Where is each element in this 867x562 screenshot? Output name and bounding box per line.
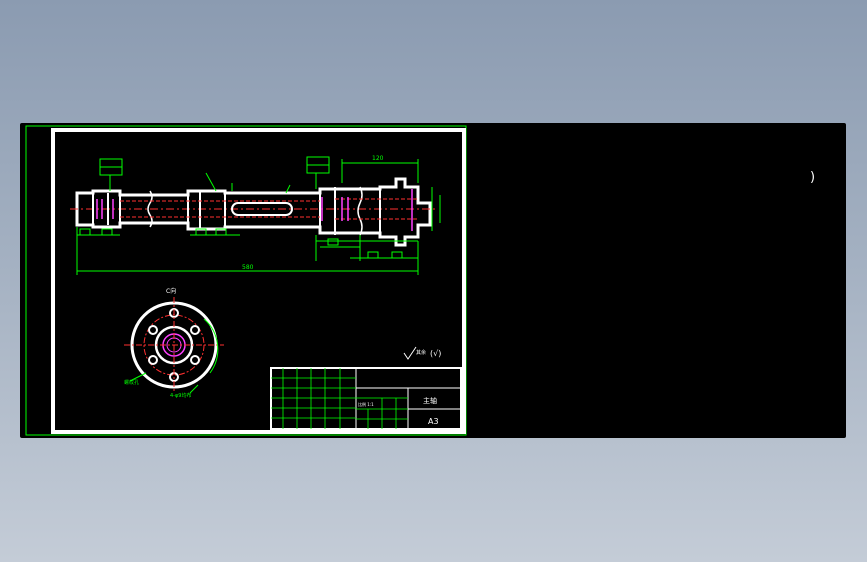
callout-left: 螺纹孔 <box>124 379 139 386</box>
title-block-grid <box>271 368 408 429</box>
drawing-title: 主轴 <box>423 396 437 405</box>
title-block-scale: 比例 1:1 <box>358 401 374 407</box>
callout-bottom: 4-φ9均布 <box>170 392 191 399</box>
roughness-text: 其余 <box>416 349 426 356</box>
sheet-outer-frame <box>25 125 467 436</box>
roughness-paren: (√) <box>430 349 441 358</box>
view-label-c: C向 <box>166 287 176 295</box>
cad-viewport[interactable]: 580 120 C向 螺纹孔 4-φ9均布 <box>20 123 846 438</box>
dim-right-section: 120 <box>372 155 384 162</box>
sheet-border <box>51 128 466 434</box>
dim-overall-length: 580 <box>242 264 254 271</box>
mouse-cursor-icon: ) <box>810 170 816 185</box>
dimension-lines <box>76 156 441 275</box>
flange-c-view <box>124 297 224 394</box>
shaft-main-view <box>70 177 438 247</box>
roughness-note <box>403 346 417 360</box>
sheet-size: A3 <box>428 417 439 426</box>
drawing-canvas: 580 120 C向 螺纹孔 4-φ9均布 <box>25 125 467 436</box>
